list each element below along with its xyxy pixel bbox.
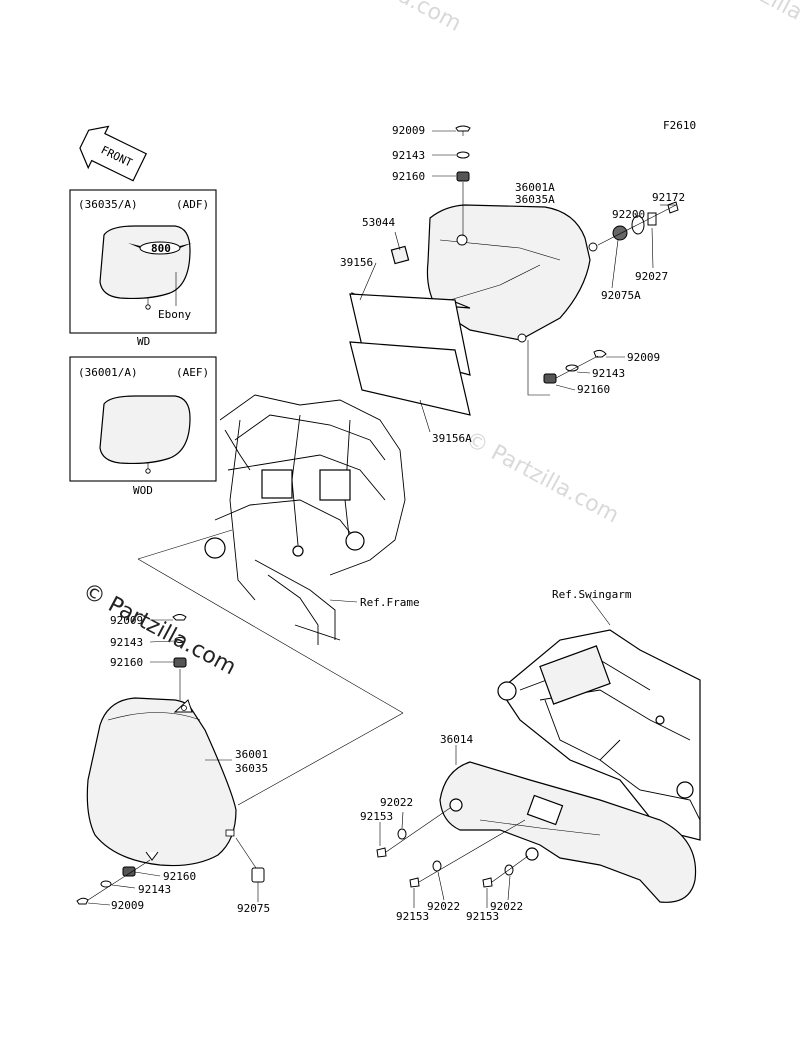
part-label: 92009 <box>111 899 144 912</box>
part-label: 92022 <box>427 900 460 913</box>
color-note: Ebony <box>158 308 191 321</box>
inset-adf: (36035/A) (ADF) 800 Ebony WD <box>69 189 217 348</box>
part-label: 92027 <box>635 270 668 283</box>
part-label: 53044 <box>362 216 395 229</box>
part-label: 36035A <box>515 193 555 206</box>
inset-aef-footer: WOD <box>133 484 153 497</box>
swingarm-drawing <box>497 597 701 841</box>
part-label: 36001 <box>235 748 268 761</box>
mount-peg <box>145 304 151 310</box>
inset-adf-header-left: (36035/A) <box>78 198 138 211</box>
inset-aef-header-left: (36001/A) <box>78 366 138 379</box>
right-cover-group: 92009 92143 92160 36001A 36035A 53044 39… <box>340 124 685 445</box>
part-label: 36035 <box>235 762 268 775</box>
figure-code: F2610 <box>663 119 696 132</box>
top-fastener-stack <box>455 125 471 236</box>
part-label: 92160 <box>110 656 143 669</box>
inset-adf-header-right: (ADF) <box>176 198 209 211</box>
ref-frame-label: Ref.Frame <box>360 596 420 609</box>
part-label: 92153 <box>466 910 499 923</box>
side-cover-aef <box>99 395 191 465</box>
clip <box>390 245 410 265</box>
side-cover-adf <box>99 225 191 300</box>
watermark: © Partzilla.com <box>461 427 623 529</box>
part-label: 92009 <box>392 124 425 137</box>
part-label: 92143 <box>110 636 143 649</box>
inset-aef: (36001/A) (AEF) WOD <box>69 356 217 497</box>
part-label: 92143 <box>138 883 171 896</box>
part-label: 39156A <box>432 432 472 445</box>
frame-drawing <box>204 394 406 645</box>
part-label: 92172 <box>652 191 685 204</box>
left-cover-group: 92009 92143 92160 36001 36035 92160 9214… <box>76 614 270 915</box>
ref-swingarm-label: Ref.Swingarm <box>552 588 632 601</box>
part-label: 92143 <box>392 149 425 162</box>
part-label: 92160 <box>163 870 196 883</box>
part-label: 36014 <box>440 733 473 746</box>
part-label: 92075A <box>601 289 641 302</box>
part-label: 36001A <box>515 181 555 194</box>
watermark-group: © Partzilla.com © Partzilla.com © Partzi… <box>304 0 800 529</box>
part-label: 92153 <box>396 910 429 923</box>
lower-fastener-stack <box>527 340 607 396</box>
watermark: © Partzilla.com <box>304 0 466 37</box>
part-label: 92153 <box>360 810 393 823</box>
inset-aef-header-right: (AEF) <box>176 366 209 379</box>
mount-peg <box>145 468 151 474</box>
part-label: 39156 <box>340 256 373 269</box>
part-label: 92022 <box>490 900 523 913</box>
part-label: 92143 <box>592 367 625 380</box>
part-label: 92200 <box>612 208 645 221</box>
part-label: 92160 <box>392 170 425 183</box>
badge-800: 800 <box>128 241 192 255</box>
front-arrow: FRONT <box>79 125 148 182</box>
part-label: 92160 <box>577 383 610 396</box>
watermark-strong: © Partzilla.com <box>78 579 240 681</box>
left-side-cover <box>86 697 237 867</box>
inset-adf-footer: WD <box>137 335 150 348</box>
chain-cover <box>439 761 697 903</box>
chain-cover-group: 36014 92022 92153 92022 92153 92022 9215… <box>360 733 697 923</box>
part-label: 92009 <box>110 614 143 627</box>
watermark: © Partzilla.com <box>692 0 800 51</box>
watermark: © Partzilla.com <box>78 579 240 681</box>
part-label: 92009 <box>627 351 660 364</box>
pad-lower <box>349 341 471 416</box>
badge-text: 800 <box>151 242 171 255</box>
part-label: 92075 <box>237 902 270 915</box>
part-label: 92022 <box>380 796 413 809</box>
